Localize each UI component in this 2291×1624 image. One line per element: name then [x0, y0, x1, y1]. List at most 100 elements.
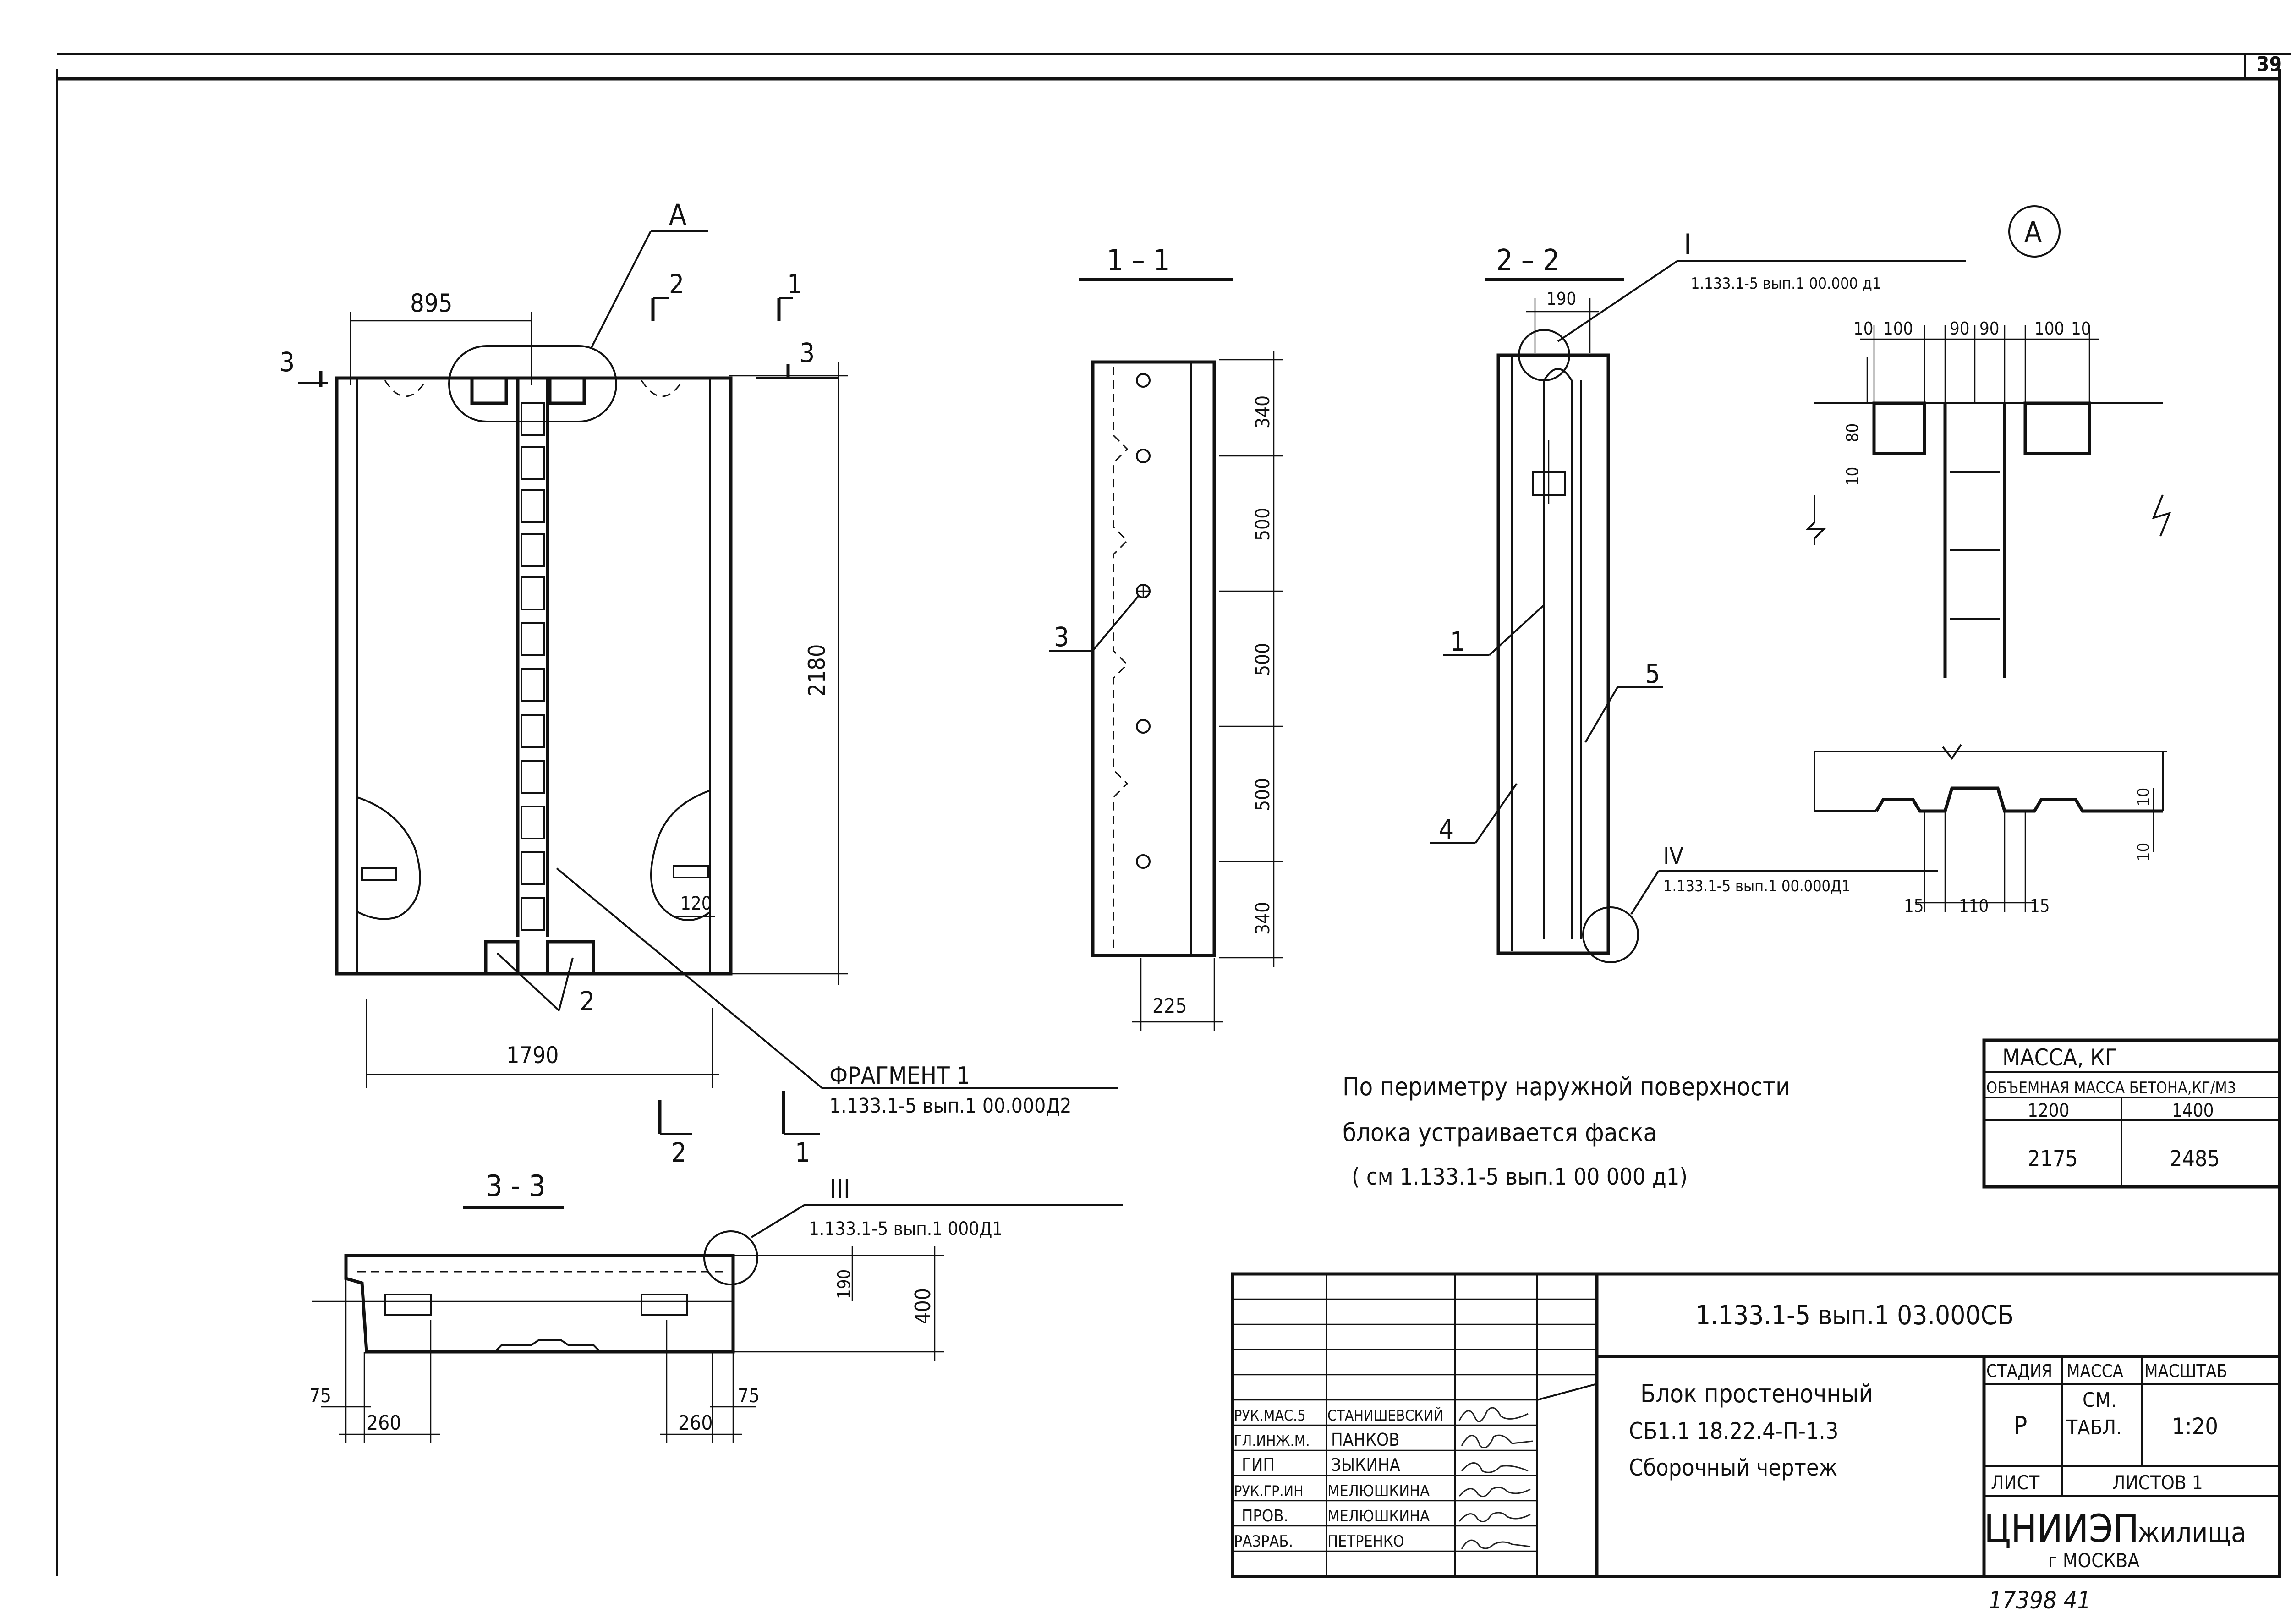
section-3-3-title: 3 - 3 — [486, 1169, 546, 1203]
dim-500-a: 500 — [1251, 508, 1274, 541]
section-3-3 — [312, 1204, 1123, 1443]
title-name-line-1: Блок простеночный — [1640, 1379, 1873, 1408]
callout-iv-ref: 1.133.1-5 вып.1 00.000Д1 — [1663, 877, 1850, 895]
dim-500-c: 500 — [1251, 778, 1274, 811]
role-2: ГЛ.ИНЖ.М. — [1234, 1432, 1310, 1449]
detail-a-labels: A 10 100 90 90 100 10 10 80 15 110 15 10… — [1843, 215, 2153, 916]
sheet-frame — [56, 53, 2291, 1576]
mass-value-line-2: ТАБЛ. — [2066, 1416, 2122, 1439]
fragment-ref: 1.133.1-5 вып.1 00.000Д2 — [829, 1094, 1071, 1118]
dim-s33-260b: 260 — [678, 1411, 713, 1435]
mass-table-col2: 1400 — [2172, 1100, 2214, 1121]
page-number: 39 — [2257, 53, 2282, 76]
dim-s33-190: 190 — [834, 1269, 854, 1299]
dim-225: 225 — [1152, 994, 1187, 1018]
sheets-label: ЛИСТОВ 1 — [2112, 1471, 2203, 1494]
section-2-2-title: 2 – 2 — [1496, 244, 1560, 278]
dim-500-b: 500 — [1251, 643, 1274, 676]
signature-4 — [1458, 1487, 1531, 1498]
callout-iii-ref: 1.133.1-5 вып.1 000Д1 — [809, 1218, 1003, 1240]
cut-mark-1-top: 1 — [787, 269, 802, 300]
pos-1-label: 1 — [1450, 626, 1465, 657]
mass-value-line-1: СМ. — [2083, 1388, 2116, 1412]
dim-340-bottom: 340 — [1251, 902, 1274, 935]
role-6: РАЗРАБ. — [1234, 1532, 1293, 1551]
dim-a-10c: 10 — [2134, 788, 2153, 807]
org-suffix: жилища — [2138, 1517, 2246, 1549]
sheet-label: ЛИСТ — [1991, 1471, 2040, 1494]
title-name-line-2: СБ1.1 18.22.4-П-1.3 — [1629, 1418, 1839, 1444]
title-block-text: 1.133.1-5 вып.1 03.000СБ Блок простеночн… — [1234, 1300, 2246, 1572]
signature-3 — [1461, 1462, 1529, 1473]
name-2: ПАНКОВ — [1331, 1430, 1399, 1450]
org-city: г МОСКВА — [2048, 1549, 2139, 1572]
mass-table-val1: 2175 — [2028, 1146, 2078, 1172]
dim-a-10a: 10 — [1853, 318, 1874, 339]
front-view — [298, 230, 1118, 1135]
name-4: МЕЛЮШКИНА — [1327, 1482, 1430, 1500]
note-block: По периметру наружной поверхности блока … — [1343, 1072, 1790, 1190]
fragment-label: ФРАГМЕНТ 1 — [829, 1062, 970, 1090]
detail-a — [1805, 205, 2171, 912]
footer-number: 17398 41 — [1989, 1587, 2091, 1614]
dim-s33-75a: 75 — [309, 1384, 331, 1407]
mass-table-title: МАССА, КГ — [2002, 1044, 2117, 1071]
callout-iv-mark: IV — [1663, 843, 1683, 869]
signature-1 — [1458, 1407, 1529, 1422]
note-line-3: ( см 1.133.1-5 вып.1 00 000 д1) — [1352, 1163, 1688, 1190]
pos-5-label: 5 — [1645, 658, 1660, 689]
section-2-2 — [1430, 260, 1966, 963]
cut-mark-1-bottom: 1 — [795, 1137, 810, 1168]
dim-895: 895 — [410, 289, 453, 318]
dim-a-10b: 10 — [2071, 318, 2091, 339]
dim-a-15a: 15 — [1904, 896, 1924, 916]
dim-1790: 1790 — [506, 1042, 559, 1069]
note-line-2: блока устраивается фаска — [1343, 1118, 1657, 1147]
dim-a-110: 110 — [1959, 896, 1989, 916]
dim-s33-400: 400 — [910, 1288, 935, 1324]
dim-340-top: 340 — [1251, 395, 1274, 428]
pos-3-label: 3 — [1054, 621, 1069, 653]
role-4: РУК.ГР.ИН — [1234, 1482, 1304, 1500]
section-1-1-labels: 1 – 1 340 500 500 500 340 225 3 — [1054, 244, 1274, 1018]
cut-mark-3-right: 3 — [800, 337, 815, 368]
org-main: ЦНИИЭП — [1984, 1506, 2139, 1551]
signature-5 — [1458, 1512, 1531, 1523]
pos-4-label: 4 — [1439, 814, 1454, 845]
dim-190-22: 190 — [1546, 289, 1576, 309]
dim-a-10v: 10 — [1843, 467, 1862, 486]
mass-table-header: ОБЪЕМНАЯ МАССА БЕТОНА,КГ/М3 — [1986, 1079, 2236, 1097]
cut-mark-3-left: 3 — [280, 346, 295, 378]
dim-a-90a: 90 — [1950, 318, 1970, 339]
role-3: ГИП — [1242, 1455, 1275, 1475]
joint-keys — [521, 402, 545, 931]
stage-value: Р — [2014, 1411, 2027, 1440]
callout-a-label: A — [669, 198, 686, 231]
cut-mark-2-top: 2 — [669, 269, 684, 300]
note-line-1: По периметру наружной поверхности — [1343, 1072, 1790, 1101]
dim-a-80v: 80 — [1843, 423, 1862, 442]
section-1-1-title: 1 – 1 — [1107, 244, 1170, 278]
title-block — [1231, 1272, 2281, 1578]
name-6: ПЕТРЕНКО — [1327, 1532, 1404, 1551]
name-3: ЗЫКИНА — [1331, 1455, 1401, 1475]
section-1-1 — [1049, 278, 1283, 1031]
signatures — [1458, 1407, 1533, 1549]
dim-120: 120 — [680, 893, 712, 914]
cut-mark-2-bottom: 2 — [671, 1137, 686, 1168]
stage-label: СТАДИЯ — [1986, 1361, 2052, 1381]
dim-a-100a: 100 — [1883, 318, 1913, 339]
title-name-line-3: Сборочный чертеж — [1629, 1454, 1837, 1481]
dim-a-90b: 90 — [1979, 318, 2000, 339]
front-view-labels: A 895 3 2 1 3 2180 120 2 1790 2 1 ФРАГМЕ… — [280, 198, 1071, 1168]
dim-s33-260a: 260 — [367, 1411, 401, 1435]
signature-6 — [1461, 1539, 1531, 1549]
mass-table: МАССА, КГ ОБЪЕМНАЯ МАССА БЕТОНА,КГ/М3 12… — [1982, 1038, 2281, 1189]
callout-i-ref: 1.133.1-5 вып.1 00.000 д1 — [1691, 274, 1881, 293]
mass-table-val2: 2485 — [2170, 1146, 2220, 1172]
dim-2180: 2180 — [804, 644, 830, 697]
callout-iii-mark: III — [829, 1174, 850, 1205]
name-5: МЕЛЮШКИНА — [1327, 1507, 1430, 1525]
callout-i-mark: I — [1684, 228, 1691, 261]
